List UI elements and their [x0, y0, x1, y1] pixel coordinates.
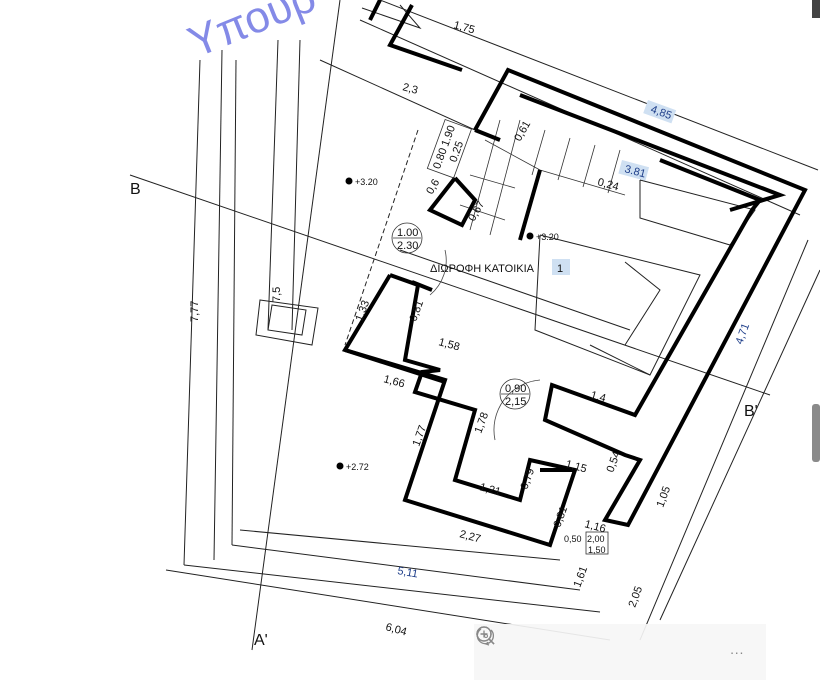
dimension-label: 7,77	[189, 301, 201, 322]
plan-title-number: 1	[557, 263, 563, 275]
dimension-label: 1,15	[564, 458, 588, 475]
svg-text:2,00: 2,00	[587, 534, 605, 544]
dimension-label: 4,71	[734, 322, 753, 346]
dimension-label: 2,3	[401, 81, 419, 97]
door-tag-2: 0,90 2,15	[499, 378, 531, 410]
rotate-icon	[476, 628, 495, 646]
dimension-label: 0,81	[552, 505, 571, 529]
section-mark-b-prime: B'	[744, 403, 758, 420]
level-marker-upper-left: +3.20	[345, 177, 378, 187]
dimension-label: 0,67	[466, 199, 487, 224]
site-lines	[129, 0, 820, 651]
dimension-label: 1,16	[583, 518, 607, 535]
vertical-scrollbar[interactable]	[812, 404, 820, 462]
svg-text:0,50: 0,50	[564, 534, 582, 544]
dimension-label: 1,58	[437, 336, 461, 353]
zoom-out-button[interactable]	[476, 626, 577, 667]
dimension-label: 0,81	[408, 299, 427, 323]
svg-text:2,15: 2,15	[505, 396, 526, 408]
viewer-toolbar: ···	[474, 624, 766, 680]
window-tag-2: 0,50 2,00 1,50	[564, 531, 609, 555]
door-swings	[429, 249, 541, 441]
svg-text:+3.20: +3.20	[355, 177, 378, 187]
svg-text:1,50: 1,50	[588, 545, 606, 555]
dimension-label: 1,75	[452, 19, 476, 36]
dimension-labels: 1,75 2,3 4,85 0,61 3.81 0,24 0,6 0,67 7,…	[189, 19, 752, 638]
level-marker-upper-right: +3.20	[526, 232, 559, 242]
dimension-label: 1,66	[382, 373, 406, 390]
window-tag-1: 0.80 1.90 0.25	[426, 118, 472, 179]
svg-text:+2.72: +2.72	[346, 462, 369, 472]
svg-text:2.30: 2.30	[397, 240, 418, 252]
dimension-label: 2,05	[627, 585, 646, 609]
dimension-label: 1,21	[478, 481, 502, 498]
section-mark-b: B	[130, 181, 141, 198]
svg-text:0,90: 0,90	[505, 383, 526, 395]
watermark: Υπουρ	[181, 0, 322, 67]
dimension-label: 1,05	[655, 485, 674, 509]
dimension-label: 3.81	[623, 163, 647, 180]
title-highlight	[552, 259, 570, 275]
dimension-label: 0,61	[512, 119, 533, 144]
fit-view-button[interactable]	[476, 626, 635, 667]
rotate-button[interactable]	[476, 628, 693, 667]
dimension-label: 0,54	[605, 450, 624, 474]
dimension-label: 5,11	[396, 565, 418, 580]
more-options-button[interactable]: ···	[729, 644, 744, 660]
dimension-label: 1,61	[572, 565, 591, 589]
svg-text:1.00: 1.00	[397, 227, 418, 239]
dimension-label: 0,6	[424, 177, 442, 196]
dimension-label: 6,04	[384, 621, 408, 638]
dimension-label: 7,5	[271, 287, 283, 302]
dimension-label: 2,27	[458, 528, 482, 545]
svg-text:+3.20: +3.20	[536, 232, 559, 242]
plan-title: ΔΙΩΡΟΦΗ ΚΑΤΟΙΚΙΑ	[430, 263, 535, 275]
walls	[341, 0, 808, 548]
window-corner-control	[812, 0, 820, 18]
door-tag-1: 1.00 2.30	[391, 222, 423, 254]
dimension-label: 0,79	[519, 467, 538, 491]
level-marker-lower: +2.72	[336, 462, 369, 472]
dimension-label: 0,24	[596, 176, 620, 193]
dimension-label: 1,4	[589, 389, 607, 405]
section-mark-a-prime: A'	[254, 632, 268, 649]
